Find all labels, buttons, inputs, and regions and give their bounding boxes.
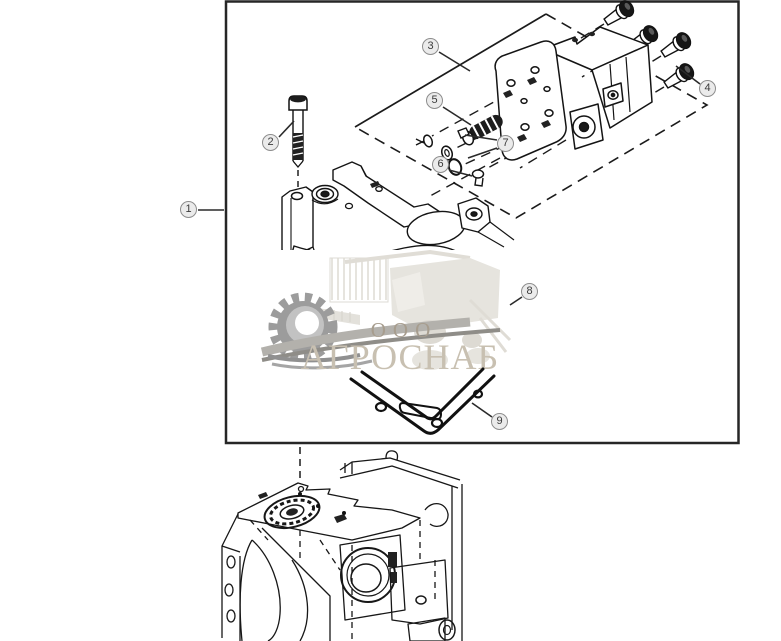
callout-7: 7 xyxy=(497,135,514,152)
callout-3: 3 xyxy=(422,38,439,55)
watermark: ООО АГРОСНАБ xyxy=(260,249,514,377)
watermark-ribbons xyxy=(260,317,501,370)
watermark-company-name: АГРОСНАБ xyxy=(301,337,499,377)
callout-leader-lines xyxy=(198,51,701,418)
watermark-company-prefix: ООО xyxy=(371,318,438,342)
callout-8: 8 xyxy=(521,283,538,300)
callout-1: 1 xyxy=(180,201,197,218)
callout-5: 5 xyxy=(426,92,443,109)
long-cap-screw xyxy=(288,95,308,194)
callout-6: 6 xyxy=(432,156,449,173)
hydraulic-pump xyxy=(494,26,653,161)
valve-spring-parts xyxy=(415,114,503,187)
callout-9: 9 xyxy=(491,413,508,430)
transmission-case xyxy=(221,450,463,641)
gasket xyxy=(349,367,496,435)
figure-frame xyxy=(224,0,740,445)
callout-2: 2 xyxy=(262,134,279,151)
callout-4: 4 xyxy=(699,80,716,97)
